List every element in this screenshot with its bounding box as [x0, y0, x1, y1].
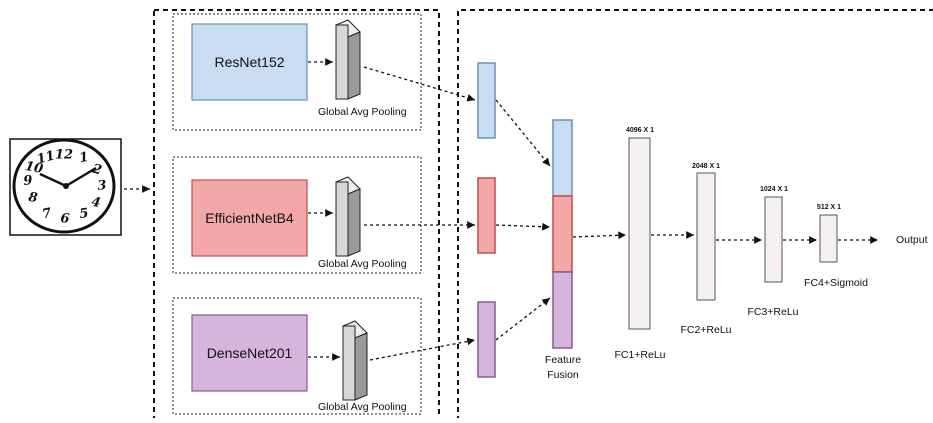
arrow-fusion-to-fc1 [572, 231, 627, 240]
clock-digit: 3 [97, 178, 107, 194]
arrow-vector-to-fusion-efficientnet [495, 222, 551, 231]
efficientnetb4-label: EfficientNetB4 [205, 210, 294, 226]
fc4-size-label: 512 X 1 [816, 204, 842, 211]
pooling-label-efficientnet: Global Avg Pooling [318, 258, 407, 270]
fc4-bar [819, 214, 838, 263]
fc3-size-label: 1024 X 1 [759, 186, 789, 193]
feature-fusion-label-line2: Fusion [547, 369, 579, 381]
feature-vector-densenet [477, 301, 496, 378]
clock-digit: 4 [90, 195, 102, 211]
feature-vector-efficientnet [477, 177, 496, 254]
resnet152-label: ResNet152 [214, 54, 285, 70]
branch-box-densenet [172, 297, 422, 415]
branch-box-efficientnet [172, 156, 422, 274]
branch-box-resnet [172, 13, 422, 131]
pooling-label-resnet: Global Avg Pooling [318, 106, 407, 118]
clock-digit: 6 [60, 211, 70, 227]
classifier-panel [457, 9, 933, 423]
clock-digit: 1 [78, 150, 90, 166]
densenet201-label: DenseNet201 [206, 345, 293, 361]
densenet201-box [191, 314, 308, 392]
fc2-size-label: 2048 X 1 [691, 163, 721, 170]
arrow-vector-to-fusion-densenet [495, 297, 551, 341]
feature-vector-resnet [477, 62, 496, 139]
clock-digit: 7 [41, 206, 53, 223]
output-label: Output [896, 234, 928, 246]
fusion-segment-efficientnet [552, 195, 573, 273]
resnet152-box [191, 23, 308, 101]
feature-fusion-label-line1: Feature [544, 354, 582, 366]
arrow-vector-to-fusion-resnet [495, 99, 551, 167]
pooling-label-densenet: Global Avg Pooling [318, 401, 407, 413]
fusion-segment-densenet [552, 271, 573, 349]
clock-digit: 10 [24, 159, 44, 177]
clock-digit: 8 [27, 190, 38, 206]
clock-digit: 9 [23, 173, 34, 189]
arrow-pool-to-vector-densenet [369, 337, 476, 361]
backbone-panel [153, 9, 440, 423]
fc2-bar [696, 172, 716, 301]
efficientnetb4-box [191, 179, 308, 257]
pooling-slab-resnet [335, 19, 361, 100]
fc1-size-label: 4096 X 1 [625, 127, 655, 134]
fc3-name-label: FC3+ReLu [747, 306, 799, 318]
fc3-bar [764, 196, 783, 283]
clock-digit: 2 [90, 161, 104, 178]
clock-digit: 11 [35, 148, 56, 167]
pooling-slab-efficientnet [335, 176, 361, 257]
clock-digit: 12 [55, 148, 73, 163]
pooling-slab-densenet [342, 320, 368, 401]
fc2-name-label: FC2+ReLu [680, 324, 732, 336]
clock-digit: 5 [78, 206, 89, 222]
arrow-pool-to-vector-resnet [363, 66, 476, 102]
fc1-bar [628, 137, 651, 330]
fc1-name-label: FC1+ReLu [614, 349, 666, 361]
fusion-segment-resnet [552, 119, 573, 197]
fc4-name-label: FC4+Sigmoid [804, 277, 868, 289]
